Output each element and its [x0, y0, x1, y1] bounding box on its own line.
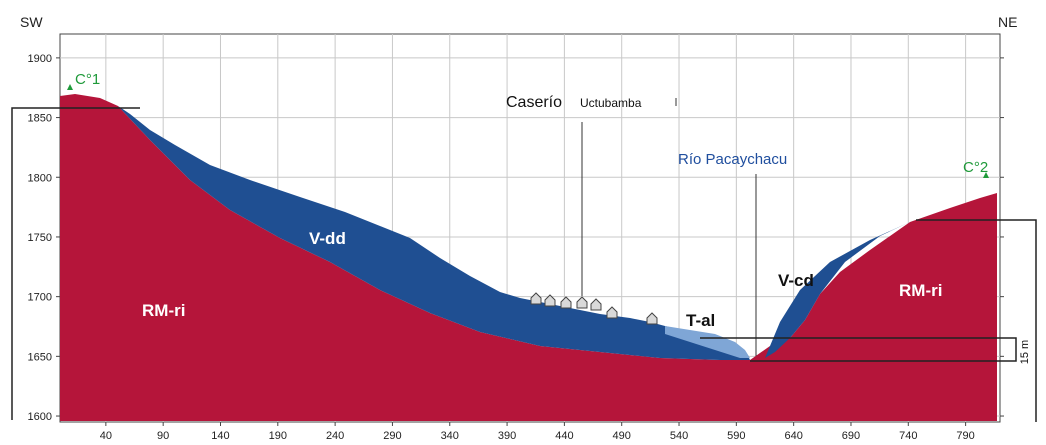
y-tick-label: 1600 [28, 411, 52, 423]
unit-v-cd-label: V-cd [778, 271, 814, 290]
x-tick-label: 690 [842, 430, 860, 442]
colluvial-deposit-v-cd [765, 222, 910, 358]
direction-right-label: NE [998, 14, 1017, 30]
house-icon [590, 298, 602, 311]
left-reference-bracket [11, 107, 140, 420]
scale-bar-label: 15 m [1019, 340, 1031, 364]
y-tick-label: 1700 [28, 292, 52, 304]
unit-rm-ri-left-label: RM-ri [142, 301, 185, 320]
village-prefix-label: Caserío [506, 94, 562, 111]
x-tick-label: 540 [670, 430, 688, 442]
village-houses [530, 292, 658, 325]
x-tick-label: 290 [383, 430, 401, 442]
peak-left-marker-icon [67, 84, 73, 90]
x-tick-label: 640 [784, 430, 802, 442]
x-tick-label: 790 [956, 430, 974, 442]
house-icon [646, 312, 658, 325]
x-tick-label: 340 [441, 430, 459, 442]
right-reference-bracket [916, 219, 1037, 422]
peak-right-label: C°2 [963, 159, 988, 176]
unit-rm-ri-right-label: RM-ri [899, 281, 942, 300]
x-tick-label: 190 [269, 430, 287, 442]
peak-left-label: C°1 [75, 71, 100, 88]
alluvial-terrace-t-al [665, 326, 750, 358]
river-label: Río Pacaychacu [678, 151, 787, 168]
scale-bar-box [700, 337, 1017, 362]
unit-t-al-label: T-al [686, 311, 715, 330]
x-tick-label: 440 [555, 430, 573, 442]
y-tick-label: 1650 [28, 351, 52, 363]
y-tick-label: 1750 [28, 232, 52, 244]
house-icon [530, 292, 542, 305]
unit-v-dd-label: V-dd [309, 229, 346, 248]
bedrock-rm-ri [60, 94, 997, 421]
direction-left-label: SW [20, 14, 43, 30]
house-icon [544, 294, 556, 307]
house-icon [560, 296, 572, 309]
x-tick-label: 240 [326, 430, 344, 442]
x-axis-ticks: 40 90 140 190 240 290 340 390 440 490 540 590 640 690… [100, 422, 975, 442]
house-icon [606, 306, 618, 319]
x-tick-label: 140 [211, 430, 229, 442]
village-name-label: Uctubamba [580, 96, 642, 110]
peak-right-marker-icon [983, 172, 989, 178]
y-tick-label: 1800 [28, 172, 52, 184]
x-tick-label: 740 [899, 430, 917, 442]
x-tick-label: 40 [100, 430, 112, 442]
x-tick-label: 90 [157, 430, 169, 442]
y-tick-label: 1850 [28, 113, 52, 125]
x-tick-label: 590 [727, 430, 745, 442]
x-tick-label: 390 [498, 430, 516, 442]
y-axis-ticks: 1600 1650 1700 1750 1800 1850 1900 [28, 53, 1004, 423]
house-icon [576, 296, 588, 309]
y-tick-label: 1900 [28, 53, 52, 65]
x-tick-label: 490 [613, 430, 631, 442]
